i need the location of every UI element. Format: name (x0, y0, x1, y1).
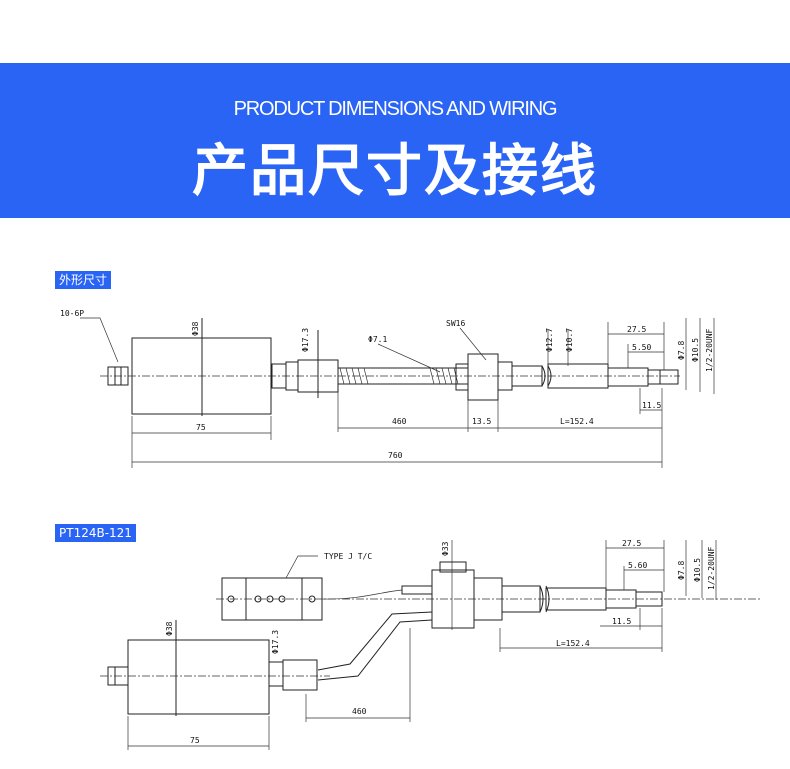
section-label-dimensions: 外形尺寸 (55, 271, 112, 289)
label-wrench: SW16 (446, 319, 465, 328)
label-len-115: 11.5 (642, 401, 661, 410)
label2-tip-dia-a: Φ7.8 (677, 561, 686, 580)
label2-body-len: 75 (190, 736, 200, 745)
label-tip-dia-a: Φ7.8 (677, 341, 686, 360)
label2-cable-len: 460 (352, 707, 367, 716)
header-banner (0, 63, 790, 218)
label-cable-len: 460 (392, 417, 407, 426)
label-body-len: 75 (196, 423, 206, 432)
label-neck-dia: Φ17.3 (301, 328, 310, 352)
label2-tip-dia-b: Φ10.5 (693, 558, 702, 582)
label2-len-550: 5.60 (628, 561, 647, 570)
label-len-550: 5.50 (632, 343, 651, 352)
label-body-dia: Φ38 (191, 321, 200, 336)
label-fit-dia-b: Φ10.7 (565, 328, 574, 352)
label-cable-dia: Φ7.1 (368, 335, 387, 344)
label2-thread: 1/2-20UNF (707, 546, 716, 590)
label-head-dia: Φ33 (441, 541, 450, 556)
drawing-1: 10-6P Φ38 Φ17.3 Φ7.1 SW16 Φ12.7 Φ10.7 27… (60, 309, 715, 468)
label2-body-dia: Φ38 (165, 621, 174, 636)
section-label-model: PT124B-121 (55, 524, 136, 542)
header-title: 产品尺寸及接线 (192, 139, 598, 204)
label-len-135: 13.5 (472, 417, 491, 426)
label-fit-dia-a: Φ12.7 (545, 328, 554, 352)
label-thermocouple: TYPE J T/C (324, 552, 372, 561)
drawing-2: TYPE J T/C Φ33 27.5 5.60 Φ7.8 Φ10.5 1/2-… (100, 539, 760, 750)
header-subtitle: PRODUCT DIMENSIONS AND WIRING (233, 98, 558, 120)
label-total-len: 760 (388, 451, 403, 460)
label-tip-dia-b: Φ10.5 (691, 338, 700, 362)
label2-stem: L=152.4 (556, 639, 590, 648)
label-connector: 10-6P (60, 309, 84, 318)
label-len-27: 27.5 (627, 325, 646, 334)
label-stem: L=152.4 (560, 417, 594, 426)
label2-neck-dia: Φ17.3 (271, 630, 280, 654)
label2-len-115: 11.5 (612, 617, 631, 626)
label-thread: 1/2-20UNF (705, 328, 714, 372)
label2-len-27: 27.5 (622, 539, 641, 548)
